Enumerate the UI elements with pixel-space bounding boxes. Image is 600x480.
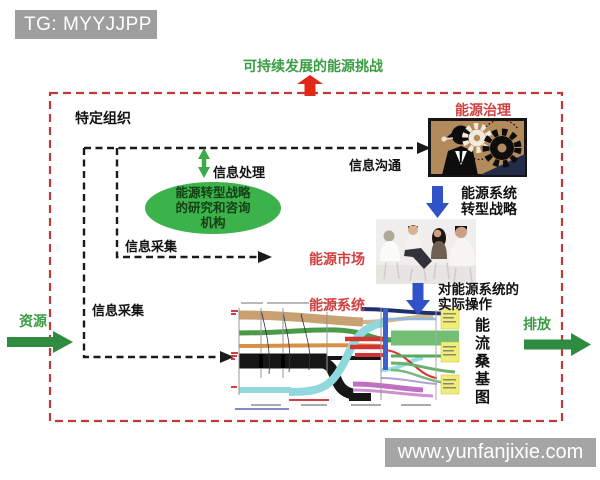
person-woman [431, 228, 447, 259]
black-gear-icon [482, 128, 522, 168]
energy-governance-label: 能源治理 [455, 102, 511, 118]
strategy-line-2: 转型战略 [461, 201, 517, 217]
tg-watermark-box: TG: MYYJJPP [15, 10, 157, 39]
sankey-node-bars [238, 308, 437, 400]
dotted-arc-decoration [485, 119, 519, 130]
sankey-caption-label: 能流桑基图 [473, 317, 490, 407]
strategy-line-1: 能源系统 [461, 185, 517, 201]
energy-governance-image [428, 118, 527, 177]
actual-operation-label: 对能源系统的 实际操作 [438, 282, 519, 312]
green-right-arrow-resources-icon [7, 331, 73, 353]
info-communication-label: 信息沟通 [349, 158, 402, 173]
page-title: 可持续发展的能源挑战 [243, 58, 383, 74]
info-collection-upper-label: 信息采集 [125, 239, 178, 254]
site-watermark-box: www.yunfanjixie.com [385, 438, 596, 467]
operation-line-1: 对能源系统的 [438, 282, 519, 297]
info-collection-lower-arrowhead [220, 351, 234, 363]
info-communication-arrowhead [417, 142, 431, 154]
sankey-bottom-captions [235, 399, 431, 410]
sankey-left-microlabels [231, 310, 238, 388]
tg-watermark-text: TG: MYYJJPP [24, 14, 152, 35]
energy-system-label: 能源系统 [309, 297, 365, 313]
energy-system-image [231, 302, 460, 410]
green-right-arrow-emissions-icon [524, 333, 591, 356]
chair-legs [383, 262, 473, 283]
energy-system-strategy-label: 能源系统 转型战略 [461, 185, 517, 217]
research-consulting-org-ellipse: 能源转型战略 的研究和咨询 机构 [145, 182, 281, 234]
info-collection-upper-arrowhead [258, 251, 272, 263]
businessman-silhouette [441, 125, 478, 175]
ellipse-line-1: 能源转型战略 [175, 185, 251, 200]
sankey-header-microtext [241, 302, 341, 304]
site-watermark-text: www.yunfanjixie.com [397, 441, 584, 463]
sankey-yellow-label-boxes [440, 308, 460, 395]
info-processing-label: 信息处理 [213, 165, 266, 180]
sankey-flows [238, 307, 460, 401]
info-collection-lower-label: 信息采集 [92, 303, 145, 318]
energy-market-image [376, 219, 476, 284]
main-dashed-border [48, 91, 564, 423]
person-right [449, 226, 475, 266]
operation-line-2: 实际操作 [438, 297, 492, 312]
ellipse-line-3: 机构 [200, 215, 226, 230]
resources-label: 资源 [19, 313, 47, 329]
person-left [380, 230, 400, 261]
dotted-arc-decoration-2 [467, 153, 484, 161]
info-processing-double-arrow-icon [198, 148, 210, 178]
blue-down-arrow-market-icon [406, 283, 430, 315]
info-collection-upper-dashed-line [115, 148, 258, 259]
red-up-arrow-icon [297, 75, 323, 96]
specific-organization-label: 特定组织 [75, 110, 131, 126]
energy-market-label: 能源市场 [309, 251, 365, 267]
emissions-label: 排放 [523, 316, 551, 332]
person-center [404, 225, 432, 269]
ellipse-line-2: 的研究和咨询 [175, 200, 251, 215]
info-collection-lower-dashed-line [82, 148, 220, 359]
blue-down-arrow-governance-icon [426, 186, 449, 218]
